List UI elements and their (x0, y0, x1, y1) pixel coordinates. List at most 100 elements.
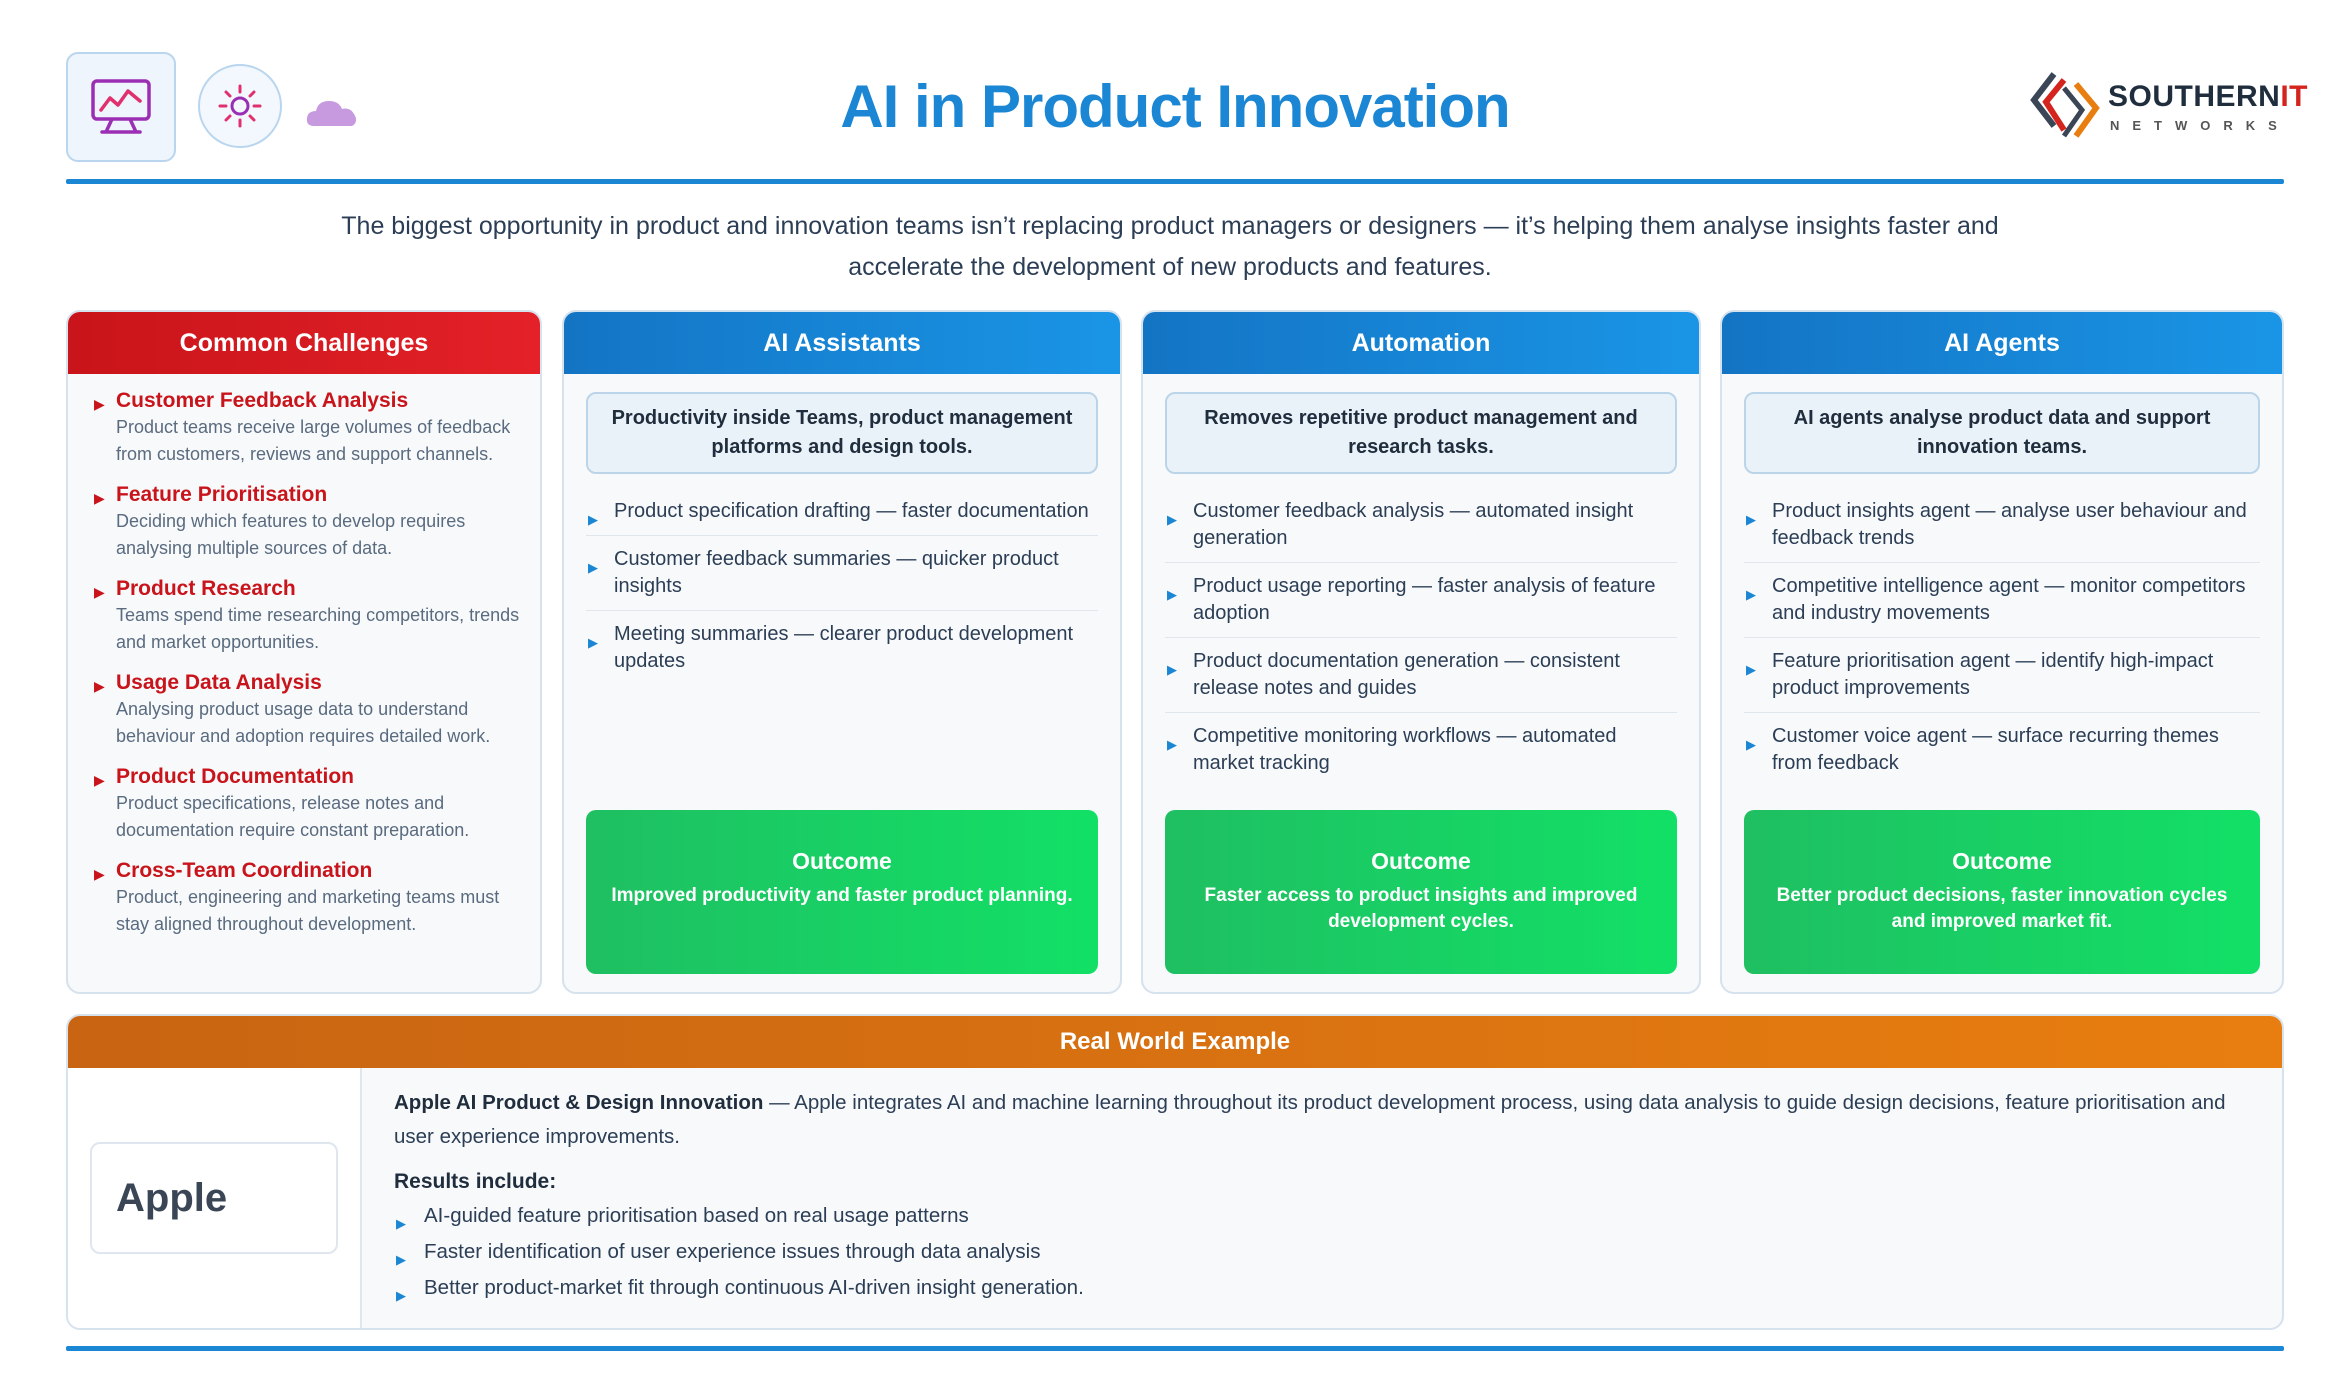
list-item-text: Competitive intelligence agent — monitor… (1772, 575, 2246, 624)
challenge-title: Product Research (116, 577, 296, 600)
outcome-label: Outcome (1952, 848, 2052, 874)
arrow-bullet-icon: ▶ (94, 490, 105, 506)
cloud-icon (304, 92, 360, 132)
example-lead-text: — Apple integrates AI and machine learni… (394, 1091, 2226, 1148)
sun-gear-icon (198, 64, 282, 148)
list-item-text: Product specification drafting — faster … (614, 500, 1089, 522)
challenge-item: ▶ Customer Feedback Analysis Product tea… (90, 388, 524, 468)
ai-assistants-panel: AI Assistants Productivity inside Teams,… (562, 310, 1122, 994)
brand-name: Apple (90, 1142, 338, 1254)
column-list: ▶ Product specification drafting — faster… (586, 488, 1098, 685)
list-item-text: Meeting summaries — clearer product deve… (614, 623, 1074, 672)
list-item-text: Product insights agent — analyse user be… (1772, 500, 2247, 549)
monitor-chart-icon (66, 52, 176, 162)
challenge-item: ▶ Cross-Team Coordination Product, engin… (90, 858, 524, 938)
column-list: ▶ Product insights agent — analyse user b… (1744, 488, 2260, 787)
challenge-desc: Analysing product usage data to understa… (116, 699, 491, 746)
challenges-panel: Common Challenges ▶ Customer Feedback An… (66, 310, 542, 994)
challenge-desc: Deciding which features to develop requi… (116, 511, 466, 558)
outcome-box: Outcome Better product decisions, faster… (1744, 810, 2260, 974)
list-item-text: Product usage reporting — faster analysi… (1193, 575, 1656, 624)
outcome-text: Faster access to product insights and im… (1204, 885, 1638, 932)
arrow-bullet-icon: ▶ (588, 635, 598, 650)
list-item: ▶ Feature prioritisation agent — identify… (1744, 638, 2260, 713)
arrow-bullet-icon: ▶ (1746, 512, 1756, 527)
logo-mark-icon (2030, 72, 2100, 138)
column-heading: AI Agents (1722, 312, 2282, 374)
list-item: ▶ Product insights agent — analyse user b… (1744, 488, 2260, 563)
challenge-item: ▶ Product Research Teams spend time rese… (90, 576, 524, 656)
ai-agents-panel: AI Agents AI agents analyse product data… (1720, 310, 2284, 994)
example-heading: Real World Example (68, 1016, 2282, 1068)
challenge-desc: Teams spend time researching competitors… (116, 605, 520, 652)
page-title: AI in Product Innovation (840, 73, 1510, 140)
list-item-text: Customer feedback analysis — automated i… (1193, 500, 1634, 549)
arrow-bullet-icon: ▶ (588, 560, 598, 575)
arrow-bullet-icon: ▶ (94, 678, 105, 694)
result-item: ▶ Better product-market fit through conti… (394, 1274, 2252, 1303)
result-item: ▶Faster identification of user experienc… (394, 1238, 2252, 1267)
arrow-bullet-icon: ▶ (1167, 662, 1177, 677)
arrow-bullet-icon: ▶ (1167, 587, 1177, 602)
column-summary: Removes repetitive product management an… (1165, 392, 1677, 474)
company-logo: SOUTHERNIT NETWORKS (2024, 70, 2308, 142)
challenge-title: Usage Data Analysis (116, 671, 322, 694)
list-item-text: Customer feedback summaries — quicker pr… (614, 548, 1059, 597)
result-text: AI-guided feature prioritisation based o… (424, 1204, 969, 1227)
list-item: ▶ Product specification drafting — faster… (586, 488, 1098, 536)
example-body: Apple AI Product & Design Innovation — A… (394, 1086, 2252, 1303)
list-item: ▶ Product usage reporting — faster analys… (1165, 563, 1677, 638)
example-brand-area: Apple (68, 1068, 362, 1328)
footer-divider (66, 1346, 2284, 1351)
challenge-title: Product Documentation (116, 765, 355, 788)
arrow-bullet-icon: ▶ (588, 512, 598, 527)
challenge-desc: Product specifications, release notes an… (116, 793, 470, 840)
column-list: ▶ Customer feedback analysis — automated … (1165, 488, 1677, 787)
real-world-example-panel: Real World Example Apple Apple AI Produc… (66, 1014, 2284, 1330)
challenge-title: Cross-Team Coordination (116, 859, 373, 882)
outcome-text: Better product decisions, faster innovat… (1776, 885, 2228, 932)
list-item-text: Product documentation generation — consi… (1193, 650, 1620, 699)
list-item-text: Competitive monitoring workflows — autom… (1193, 725, 1617, 774)
arrow-bullet-icon: ▶ (94, 396, 105, 412)
outcome-label: Outcome (1371, 848, 1471, 874)
arrow-bullet-icon: ▶ (94, 584, 105, 600)
logo-subtitle: NETWORKS (2110, 118, 2290, 133)
column-summary: AI agents analyse product data and suppo… (1744, 392, 2260, 474)
list-item: ▶ Customer voice agent — surface recurrin… (1744, 713, 2260, 787)
column-heading: Automation (1143, 312, 1699, 374)
list-item: ▶ Customer feedback summaries — quicker p… (586, 536, 1098, 611)
arrow-bullet-icon: ▶ (1746, 587, 1756, 602)
challenge-title: Feature Prioritisation (116, 483, 328, 506)
list-item-text: Feature prioritisation agent — identify … (1772, 650, 2214, 699)
arrow-bullet-icon: ▶ (1167, 737, 1177, 752)
list-item: ▶ Product documentation generation — cons… (1165, 638, 1677, 713)
challenge-desc: Product teams receive large volumes of f… (116, 417, 511, 464)
result-text: Better product-market fit through contin… (424, 1276, 1084, 1299)
example-lead-title: Apple AI Product & Design Innovation (394, 1091, 764, 1114)
arrow-bullet-icon: ▶ (1746, 662, 1756, 677)
column-summary: Productivity inside Teams, product manag… (586, 392, 1098, 474)
outcome-box: Outcome Improved productivity and faster… (586, 810, 1098, 974)
challenge-desc: Product, engineering and marketing teams… (116, 887, 500, 934)
arrow-bullet-icon: ▶ (396, 1216, 406, 1231)
outcome-label: Outcome (792, 848, 892, 874)
arrow-bullet-icon: ▶ (1746, 737, 1756, 752)
challenge-item: ▶ Feature Prioritisation Deciding which … (90, 482, 524, 562)
list-item: ▶ Customer feedback analysis — automated … (1165, 488, 1677, 563)
arrow-bullet-icon: ▶ (396, 1252, 406, 1267)
list-item-text: Customer voice agent — surface recurring… (1772, 725, 2219, 774)
example-description: Apple AI Product & Design Innovation — A… (394, 1086, 2252, 1154)
list-item: ▶ Competitive intelligence agent — monito… (1744, 563, 2260, 638)
outcome-box: Outcome Faster access to product insight… (1165, 810, 1677, 974)
arrow-bullet-icon: ▶ (1167, 512, 1177, 527)
challenge-item: ▶ Usage Data Analysis Analysing product … (90, 670, 524, 750)
challenges-list: ▶ Customer Feedback Analysis Product tea… (68, 374, 540, 938)
column-heading: AI Assistants (564, 312, 1120, 374)
challenge-item: ▶ Product Documentation Product specific… (90, 764, 524, 844)
outcome-text: Improved productivity and faster product… (611, 885, 1073, 906)
arrow-bullet-icon: ▶ (396, 1288, 406, 1303)
list-item: ▶ Competitive monitoring workflows — auto… (1165, 713, 1677, 787)
arrow-bullet-icon: ▶ (94, 772, 105, 788)
